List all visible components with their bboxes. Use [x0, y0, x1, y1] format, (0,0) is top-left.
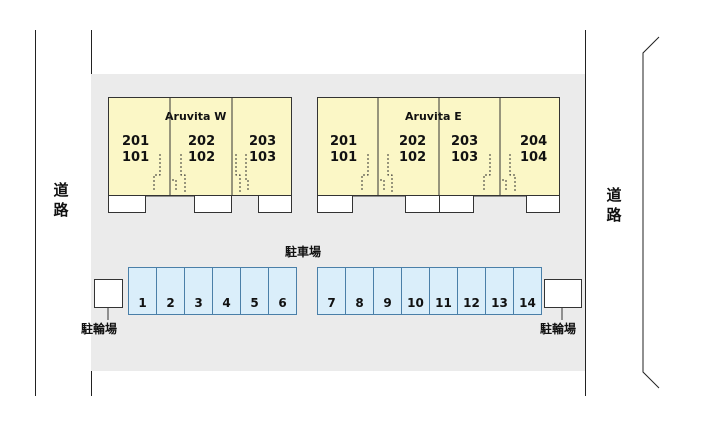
unit-e-203: 203 [451, 134, 479, 149]
road-label-left-text: 道路 [53, 181, 69, 219]
unit-e-104: 104 [520, 150, 548, 165]
building-e-front-1 [317, 195, 353, 213]
parking-space-13: 13 [485, 267, 514, 315]
unit-e-101: 101 [330, 150, 358, 165]
road-label-right-text: 道路 [606, 186, 622, 224]
building-e-name: Aruvita E [405, 110, 462, 123]
building-aruvita-w [108, 97, 292, 196]
unit-e-102: 102 [399, 150, 427, 165]
parking-space-6: 6 [268, 267, 297, 315]
parking-space-1: 1 [128, 267, 157, 315]
building-w-front-left [108, 195, 146, 213]
left-boundary-line [35, 30, 36, 396]
parking-space-10: 10 [401, 267, 430, 315]
unit-e-103: 103 [451, 150, 479, 165]
parking-space-5: 5 [240, 267, 269, 315]
building-e-front-3 [439, 195, 474, 213]
building-e-front-4 [526, 195, 560, 213]
parking-label: 駐車場 [285, 245, 322, 259]
unit-w-203: 203 [249, 134, 277, 149]
parking-space-14: 14 [513, 267, 542, 315]
unit-w-202: 202 [188, 134, 216, 149]
parking-space-9: 9 [373, 267, 402, 315]
building-w-front-middle [194, 195, 232, 213]
building-w-name: Aruvita W [165, 110, 227, 123]
road-label-right: 道路 [605, 185, 623, 225]
road-label-left: 道路 [52, 180, 70, 220]
unit-w-102: 102 [188, 150, 216, 165]
unit-w-101: 101 [122, 150, 150, 165]
bike-parking-right-label: 駐輪場 [540, 322, 577, 336]
parking-space-2: 2 [156, 267, 185, 315]
bike-parking-right-box [544, 279, 582, 308]
unit-w-201: 201 [122, 134, 150, 149]
lot-right-edge [585, 30, 586, 396]
bike-parking-left-label: 駐輪場 [81, 322, 118, 336]
parking-space-4: 4 [212, 267, 241, 315]
parking-space-7: 7 [317, 267, 346, 315]
unit-e-202: 202 [399, 134, 427, 149]
unit-w-103: 103 [249, 150, 277, 165]
unit-e-201: 201 [330, 134, 358, 149]
unit-e-204: 204 [520, 134, 548, 149]
building-w-front-right [258, 195, 292, 213]
bike-parking-left-box [94, 279, 123, 308]
